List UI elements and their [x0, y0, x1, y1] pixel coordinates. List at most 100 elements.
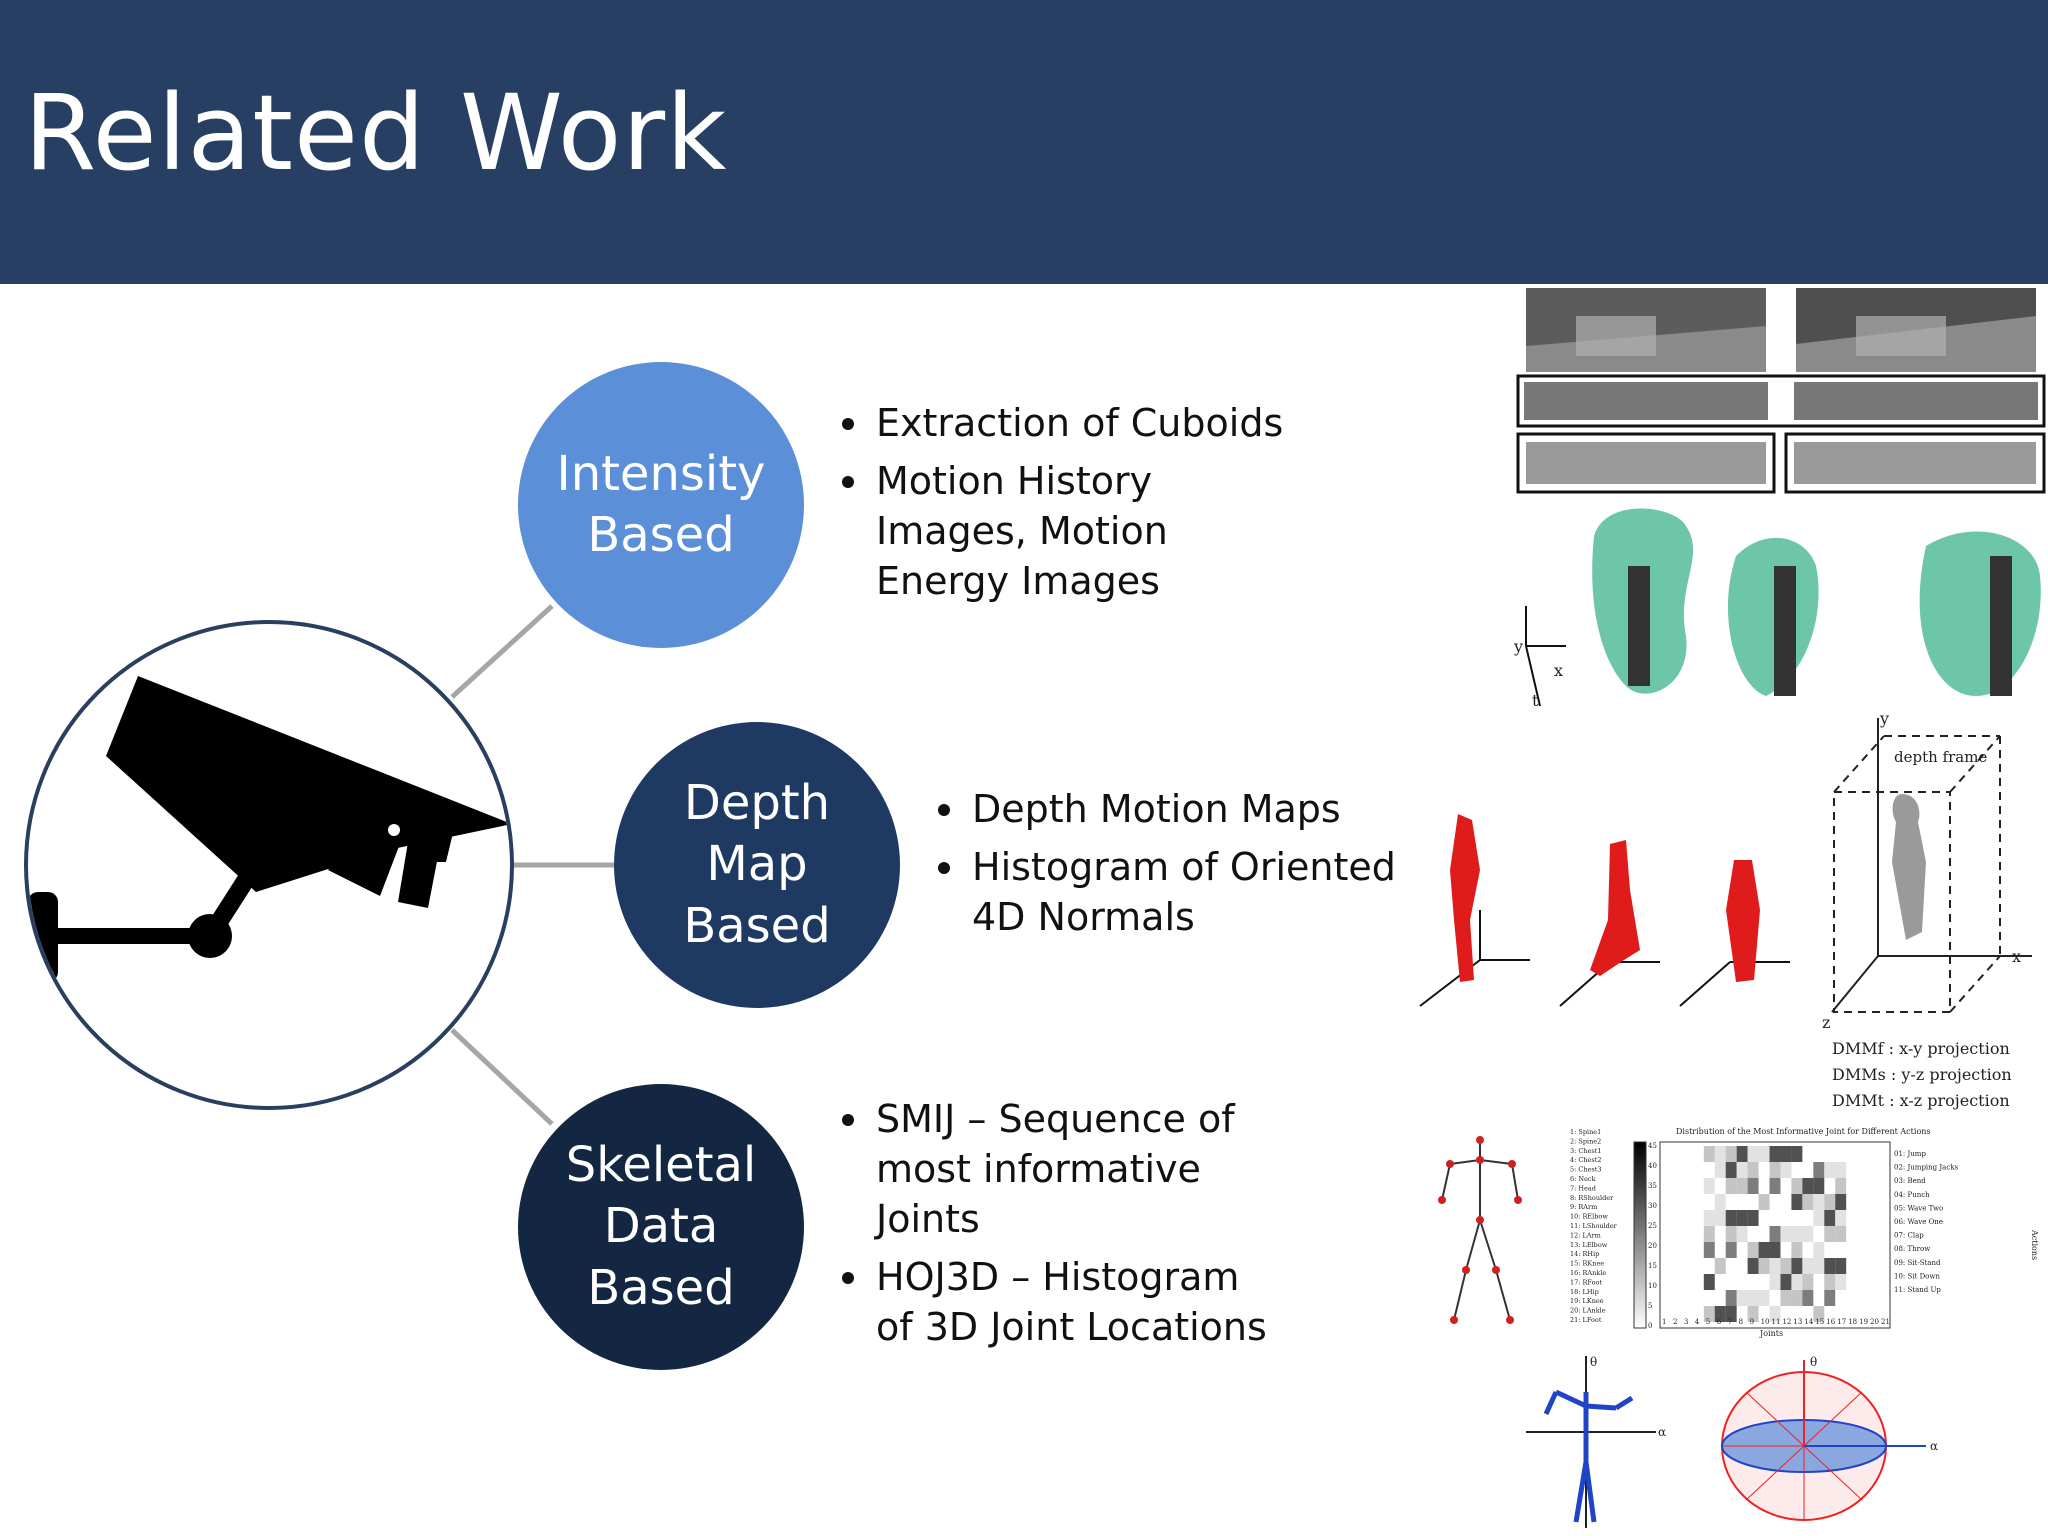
heatmap-cell [1802, 1274, 1814, 1290]
heatmap-cell [1791, 1258, 1803, 1274]
heatmap-cell [1813, 1194, 1825, 1210]
figure-video-frames [1516, 288, 2046, 494]
heatmap-cell [1824, 1210, 1836, 1226]
heatmap-cell [1758, 1290, 1770, 1306]
heatmap-cell [1725, 1178, 1737, 1194]
heatmap-cell [1824, 1274, 1836, 1290]
heatmap-action-label: 09: Sit-Stand [1894, 1259, 1941, 1267]
heatmap-action-label: 03: Bend [1894, 1177, 1926, 1185]
heatmap-cell [1703, 1274, 1715, 1290]
camera-circle [24, 620, 514, 1110]
heatmap-cell [1791, 1274, 1803, 1290]
heatmap-cell [1813, 1210, 1825, 1226]
heatmap-action-label: 08: Throw [1894, 1245, 1930, 1253]
heatmap-cell [1736, 1226, 1748, 1242]
joint-name: 20: LAnkle [1570, 1307, 1606, 1315]
heatmap-cell [1780, 1258, 1792, 1274]
joint-name: 14: RHip [1570, 1250, 1599, 1258]
colorbar-tick: 30 [1648, 1202, 1657, 1210]
heatmap-cell [1714, 1306, 1726, 1322]
heatmap-x-tick: 21 [1881, 1318, 1890, 1326]
heatmap-x-tick: 17 [1837, 1318, 1846, 1326]
heatmap-cell [1791, 1194, 1803, 1210]
joint-name: 17: RFoot [1570, 1278, 1602, 1286]
colorbar-tick: 10 [1648, 1282, 1657, 1290]
heatmap-cell [1813, 1242, 1825, 1258]
figure-hon4d-normals [1419, 814, 1790, 1007]
joint-name: 13: LElbow [1570, 1241, 1608, 1249]
heatmap-cell [1758, 1146, 1770, 1162]
heatmap-cell [1747, 1290, 1759, 1306]
heatmap-cell [1835, 1178, 1847, 1194]
bullet-item: Histogram of Oriented 4D Normals [932, 842, 1402, 942]
heatmap-cell [1703, 1226, 1715, 1242]
colorbar-tick: 20 [1648, 1242, 1657, 1250]
heatmap-cell [1780, 1226, 1792, 1242]
heatmap-action-label: 10: Sit Down [1894, 1272, 1940, 1280]
heatmap-x-tick: 4 [1695, 1318, 1700, 1326]
theta-label-sphere: θ [1810, 1355, 1817, 1369]
heatmap-cell [1703, 1210, 1715, 1226]
heatmap-cell [1824, 1162, 1836, 1178]
heatmap-cells [1703, 1146, 1847, 1322]
heatmap-cell [1769, 1274, 1781, 1290]
heatmap-cell [1769, 1146, 1781, 1162]
joint-name: 2: Spine2 [1570, 1137, 1601, 1145]
heatmap-cell [1747, 1162, 1759, 1178]
joint-name: 5: Chest3 [1570, 1166, 1601, 1174]
joint-name: 1: Spine1 [1570, 1128, 1601, 1136]
heatmap-cell [1813, 1178, 1825, 1194]
heatmap-x-tick: 5 [1706, 1318, 1710, 1326]
bullet-list-depth: Depth Motion Maps Histogram of Oriented … [932, 784, 1402, 950]
heatmap-action-label: 06: Wave One [1894, 1218, 1943, 1226]
heatmap-cell [1824, 1290, 1836, 1306]
heatmap-title: Distribution of the Most Informative Joi… [1676, 1127, 1931, 1136]
heatmap-action-label: 07: Clap [1894, 1232, 1924, 1240]
heatmap-cell [1835, 1226, 1847, 1242]
heatmap-x-tick: 18 [1848, 1318, 1857, 1326]
security-camera-icon [28, 676, 510, 982]
figure-motion-history-volumes: y x t [1513, 508, 2041, 710]
heatmap-cell [1725, 1290, 1737, 1306]
heatmap-cell [1824, 1226, 1836, 1242]
heatmap-cell [1813, 1306, 1825, 1322]
bullet-item: HOJ3D – Histogram of 3D Joint Locations [836, 1252, 1286, 1352]
depth-frame-label: depth frame [1894, 748, 1987, 766]
bubble-depth-map-based: Depth Map Based [614, 722, 900, 1008]
joint-name: 12: LArm [1570, 1231, 1601, 1239]
heatmap-cell [1835, 1258, 1847, 1274]
heatmap-cell [1747, 1258, 1759, 1274]
heatmap-cell [1780, 1290, 1792, 1306]
bubble-label: Depth Map Based [683, 774, 831, 954]
heatmap-cell [1835, 1162, 1847, 1178]
heatmap-cell [1791, 1226, 1803, 1242]
heatmap-cell [1769, 1258, 1781, 1274]
heatmap-cell [1813, 1162, 1825, 1178]
joint-name: 19: LKnee [1570, 1297, 1604, 1305]
heatmap-cell [1736, 1178, 1748, 1194]
heatmap-x-tick: 20 [1870, 1318, 1879, 1326]
colorbar-tick: 15 [1648, 1262, 1657, 1270]
heatmap-cell [1835, 1210, 1847, 1226]
heatmap-cell [1714, 1146, 1726, 1162]
joint-name: 7: Head [1570, 1184, 1596, 1192]
heatmap-cell [1791, 1290, 1803, 1306]
bullet-item: SMIJ – Sequence of most informative Join… [836, 1094, 1286, 1244]
heatmap-cell [1736, 1210, 1748, 1226]
colorbar-tick: 0 [1648, 1322, 1652, 1330]
bullet-item: Extraction of Cuboids [836, 398, 1306, 448]
bubble-intensity-based: Intensity Based [518, 362, 804, 648]
heatmap-x-tick: 12 [1782, 1318, 1791, 1326]
heatmap-cell [1791, 1146, 1803, 1162]
heatmap-cell [1747, 1242, 1759, 1258]
heatmap-cell [1725, 1210, 1737, 1226]
heatmap-cell [1747, 1146, 1759, 1162]
heatmap-cell [1791, 1242, 1803, 1258]
figure-depth-motion-maps: y x z depth frame DMMf : x-y projection … [1822, 712, 2032, 1110]
heatmap-action-label: 04: Punch [1894, 1191, 1930, 1199]
heatmap-cell [1802, 1194, 1814, 1210]
heatmap-cell [1703, 1178, 1715, 1194]
title-bar: Related Work [0, 0, 2048, 284]
